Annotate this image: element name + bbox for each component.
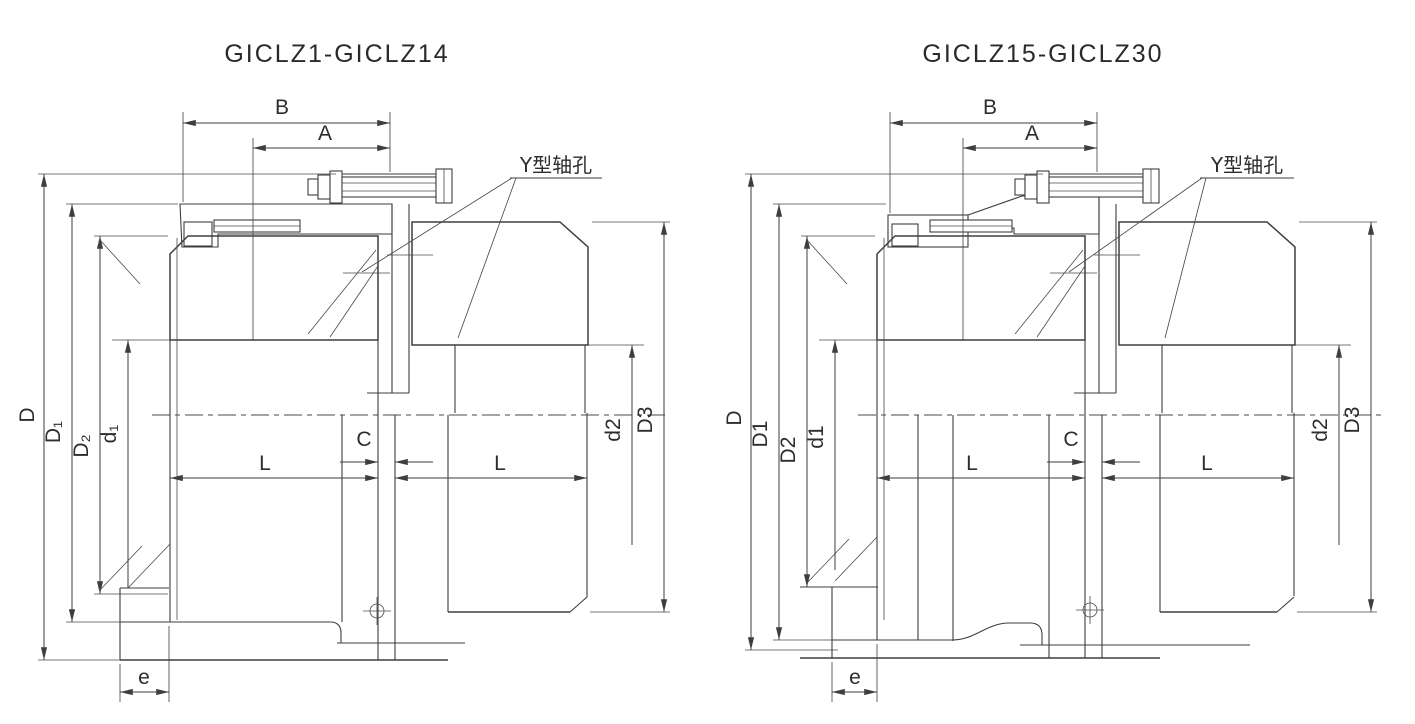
left-counterpart-section [411,221,589,346]
right-dim-d1: d1 [805,425,828,448]
left-dim-L1: L [259,452,271,475]
right-dim-d2: d2 [1309,418,1332,441]
right-dim-L2: L [1201,452,1213,475]
left-dim-D3: D3 [634,407,657,434]
left-dim-D1: D₁ [42,421,65,443]
right-counterpart-section [1118,221,1296,346]
right-dimensions: B A Y型轴孔 D D1 D2 [723,96,1377,702]
left-seal [183,221,213,247]
gear-tooth-line [1036,265,1086,338]
left-lower-outline [119,415,588,661]
left-dim-d2: d2 [602,418,625,441]
left-diagram: GICLZ1-GICLZ14 [16,40,670,702]
right-dim-D1: D1 [749,421,772,448]
left-dimensions: B A Y型轴孔 D D₁ D₂ [16,96,670,702]
left-bolt [307,168,453,204]
left-dim-A: A [318,122,332,145]
left-dim-C: C [356,428,371,451]
right-center-mark [1076,596,1104,624]
right-dim-B: B [983,96,997,119]
right-title: GICLZ15-GICLZ30 [922,40,1163,68]
left-label-y-bore: Y型轴孔 [519,153,592,177]
right-dim-D: D [723,410,746,425]
right-dim-A: A [1025,122,1039,145]
right-diagram: GICLZ15-GICLZ30 [723,40,1386,702]
right-body [800,168,1386,659]
left-dim-B: B [275,96,289,119]
right-lower-outline [800,415,1295,659]
left-hub-section [169,235,379,341]
right-hub-section [876,235,1086,341]
left-dim-d1: d₁ [98,425,121,444]
left-center-mark [363,597,391,625]
right-bolt [1014,168,1160,204]
left-title: GICLZ1-GICLZ14 [224,40,449,68]
right-seal [891,223,919,247]
left-body [119,168,668,661]
left-dim-D: D [16,407,39,422]
right-dim-C: C [1063,428,1078,451]
right-dim-L1: L [966,452,978,475]
right-dim-D3: D3 [1341,407,1364,434]
right-dim-e: e [849,666,861,689]
left-dim-e: e [138,666,150,689]
gear-tooth-line [307,249,377,335]
gear-tooth-line [329,265,379,338]
gear-tooth-line [1014,249,1084,335]
right-dim-D2: D2 [777,437,800,464]
right-label-y-bore: Y型轴孔 [1210,153,1283,177]
left-dim-D2: D₂ [70,434,93,457]
left-dim-L2: L [494,452,506,475]
